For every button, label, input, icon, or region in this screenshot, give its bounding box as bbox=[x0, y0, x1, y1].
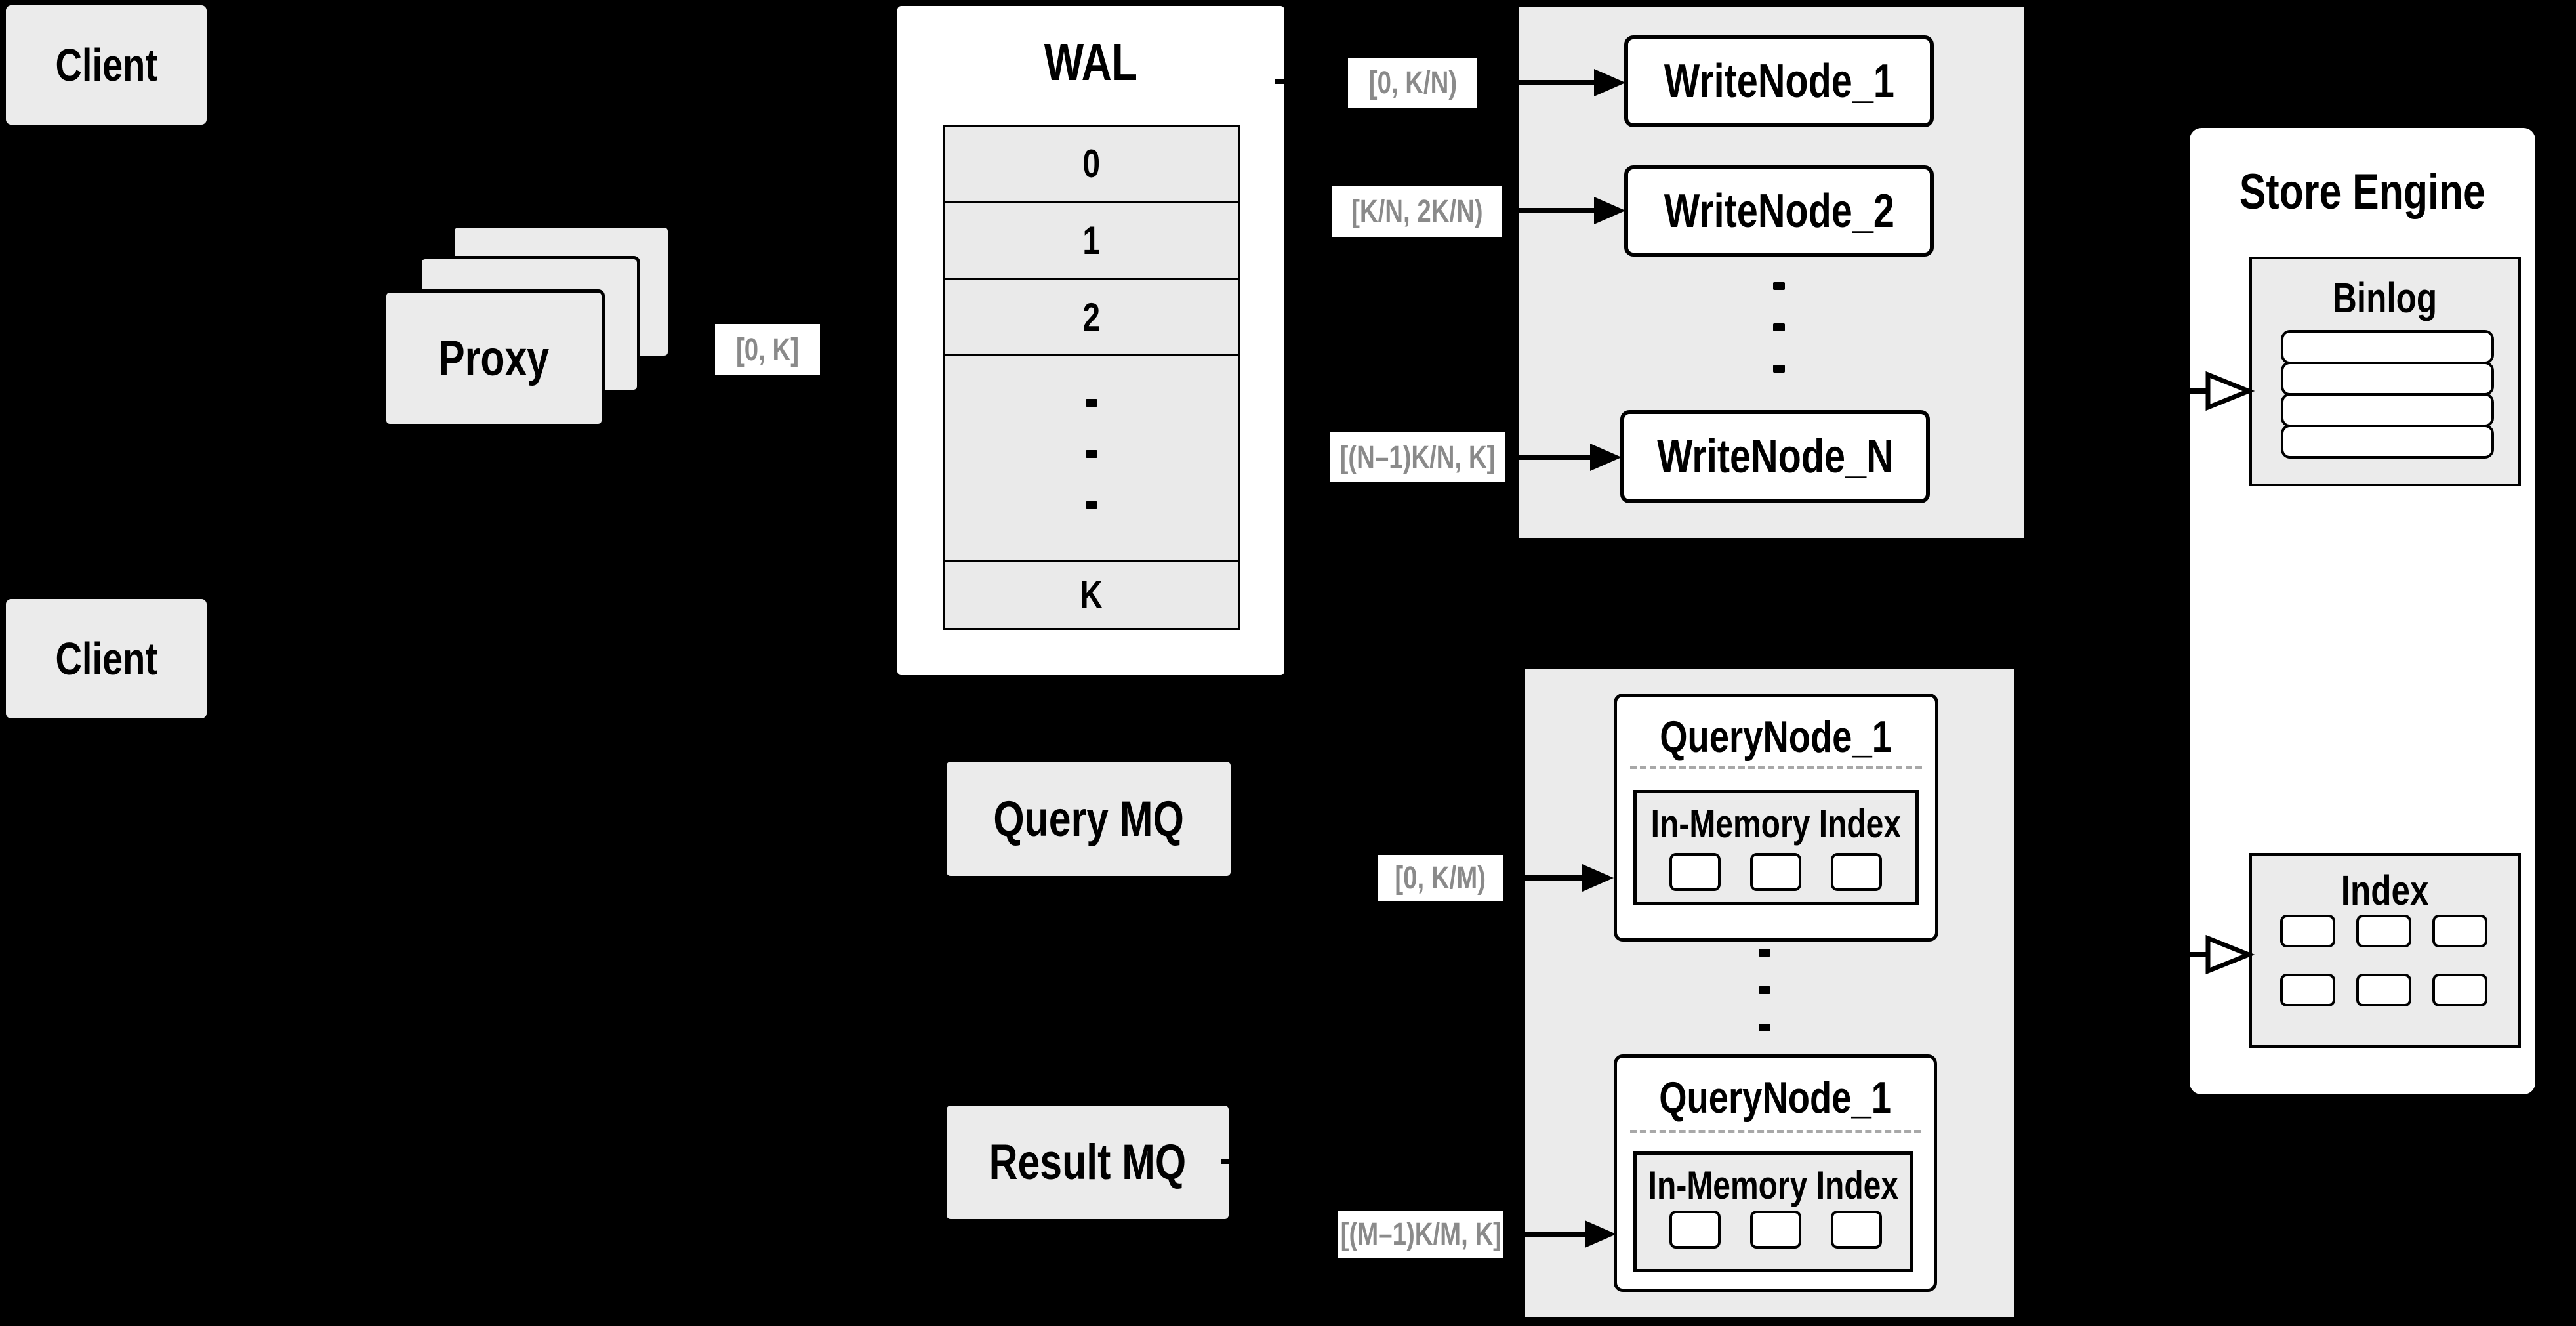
memory-cell bbox=[1750, 853, 1801, 891]
writenodes-ellipsis-dot bbox=[1773, 282, 1785, 290]
wal-row-k-label: K bbox=[1080, 573, 1103, 617]
index-box: Index bbox=[2249, 853, 2521, 1048]
wal-out-arrow-icon bbox=[1275, 68, 1347, 94]
arrow-writenode-2-icon bbox=[1502, 197, 1625, 224]
result-mq-label: Result MQ bbox=[989, 1134, 1187, 1190]
range-label-writenode-1: [0, K/N) bbox=[1348, 58, 1477, 108]
range-label-writenode-2: [K/N, 2K/N) bbox=[1332, 186, 1502, 237]
result-mq-out-arrow-icon bbox=[1221, 1148, 1294, 1174]
wal-row-1-label: 1 bbox=[1082, 218, 1101, 262]
binlog-row bbox=[2281, 425, 2494, 459]
writenode-2-label: WriteNode_2 bbox=[1664, 184, 1894, 238]
range-label-writenode-2-text: [K/N, 2K/N) bbox=[1351, 194, 1483, 229]
wal-row-2: 2 bbox=[943, 278, 1240, 356]
writenodes-ellipsis-dot bbox=[1773, 365, 1785, 373]
range-label-writenode-n: [(N–1)K/N, K] bbox=[1330, 432, 1505, 482]
index-cell bbox=[2280, 915, 2335, 947]
binlog-title: Binlog bbox=[2333, 274, 2438, 321]
store-engine-title-wrap: Store Engine bbox=[2190, 164, 2535, 220]
querynode-top-divider bbox=[1630, 766, 1922, 769]
querynodes-ellipsis-dot bbox=[1759, 986, 1770, 994]
wal-ellipsis-dot bbox=[1086, 399, 1097, 407]
binlog-box: Binlog bbox=[2249, 257, 2521, 486]
writenodes-ellipsis-dot bbox=[1773, 323, 1785, 331]
memory-cell bbox=[1831, 853, 1882, 891]
index-cell bbox=[2280, 974, 2335, 1006]
wal-row-k: K bbox=[943, 560, 1240, 630]
index-cell bbox=[2356, 915, 2411, 947]
wal-row-1: 1 bbox=[943, 201, 1240, 280]
querynode-top-title-wrap: QueryNode_1 bbox=[1617, 711, 1935, 762]
client-bottom-label: Client bbox=[55, 633, 157, 684]
index-title: Index bbox=[2341, 867, 2429, 914]
range-label-proxy-wal: [0, K] bbox=[715, 324, 820, 375]
client-bottom-box: Client bbox=[6, 599, 207, 718]
store-engine-box: Store Engine Binlog Index bbox=[2190, 128, 2535, 1094]
range-label-querynode-m-text: [(M–1)K/M, K] bbox=[1340, 1217, 1502, 1252]
querynodes-ellipsis-dot bbox=[1759, 1024, 1770, 1031]
in-memory-index-top-box: In-Memory Index bbox=[1633, 790, 1919, 905]
binlog-title-wrap: Binlog bbox=[2252, 274, 2518, 321]
query-mq-label: Query MQ bbox=[993, 791, 1184, 847]
querynodes-ellipsis-dot bbox=[1759, 949, 1770, 957]
querynode-top-title: QueryNode_1 bbox=[1660, 711, 1892, 762]
arrow-writenode-n-icon bbox=[1505, 444, 1622, 471]
memory-cell bbox=[1669, 1211, 1721, 1249]
writenode-n-label: WriteNode_N bbox=[1656, 430, 1894, 483]
writenode-1-label: WriteNode_1 bbox=[1664, 55, 1894, 108]
binlog-row bbox=[2281, 330, 2494, 364]
query-mq-box: Query MQ bbox=[947, 762, 1231, 876]
wal-title: WAL bbox=[1044, 33, 1138, 91]
writenode-2-box: WriteNode_2 bbox=[1624, 165, 1934, 257]
index-cell bbox=[2356, 974, 2411, 1006]
memory-cell bbox=[1750, 1211, 1801, 1249]
writenode-n-box: WriteNode_N bbox=[1620, 410, 1930, 503]
client-top-box: Client bbox=[6, 5, 207, 125]
arrow-querynode-bottom-icon bbox=[1505, 1220, 1616, 1248]
index-title-wrap: Index bbox=[2252, 867, 2518, 914]
wal-row-0-label: 0 bbox=[1082, 142, 1101, 186]
range-label-querynode-1-text: [0, K/M) bbox=[1395, 860, 1486, 896]
range-label-proxy-wal-text: [0, K] bbox=[736, 332, 799, 367]
memory-cell bbox=[1831, 1211, 1882, 1249]
wal-row-2-label: 2 bbox=[1082, 295, 1101, 339]
range-label-writenode-1-text: [0, K/N) bbox=[1368, 65, 1457, 100]
querynode-bottom-title-wrap: QueryNode_1 bbox=[1617, 1072, 1934, 1123]
wal-ellipsis-dot bbox=[1086, 450, 1097, 458]
querynode-top-box: QueryNode_1 In-Memory Index bbox=[1614, 694, 1938, 942]
querynode-bottom-title: QueryNode_1 bbox=[1659, 1072, 1892, 1123]
querynode-bottom-box: QueryNode_1 In-Memory Index bbox=[1614, 1054, 1937, 1292]
in-memory-index-bottom-box: In-Memory Index bbox=[1633, 1151, 1913, 1272]
wal-title-wrap: WAL bbox=[897, 33, 1284, 92]
wal-ellipsis-dot bbox=[1086, 501, 1097, 509]
range-label-querynode-m: [(M–1)K/M, K] bbox=[1338, 1211, 1503, 1258]
client-top-label: Client bbox=[55, 39, 157, 91]
range-label-querynode-1: [0, K/M) bbox=[1378, 855, 1503, 901]
wal-row-0: 0 bbox=[943, 125, 1240, 203]
index-cell bbox=[2432, 974, 2487, 1006]
memory-cell bbox=[1669, 853, 1721, 891]
store-engine-title: Store Engine bbox=[2239, 164, 2485, 220]
in-memory-index-bottom-title-wrap: In-Memory Index bbox=[1637, 1163, 1910, 1207]
result-mq-box: Result MQ bbox=[947, 1106, 1229, 1219]
hollow-arrow-binlog-icon bbox=[2060, 371, 2255, 411]
querynode-bottom-divider bbox=[1630, 1130, 1921, 1133]
arrow-querynode-top-icon bbox=[1505, 864, 1614, 892]
proxy-box-front: Proxy bbox=[383, 289, 605, 427]
in-memory-index-top-title: In-Memory Index bbox=[1650, 801, 1902, 846]
in-memory-index-bottom-title: In-Memory Index bbox=[1648, 1163, 1899, 1207]
arrow-writenode-1-icon bbox=[1477, 69, 1625, 96]
index-cell bbox=[2432, 915, 2487, 947]
hollow-arrow-index-icon bbox=[2060, 934, 2255, 975]
range-label-writenode-n-text: [(N–1)K/N, K] bbox=[1339, 440, 1496, 475]
in-memory-index-top-title-wrap: In-Memory Index bbox=[1637, 801, 1915, 846]
writenode-1-box: WriteNode_1 bbox=[1624, 35, 1934, 127]
proxy-label: Proxy bbox=[438, 330, 550, 386]
